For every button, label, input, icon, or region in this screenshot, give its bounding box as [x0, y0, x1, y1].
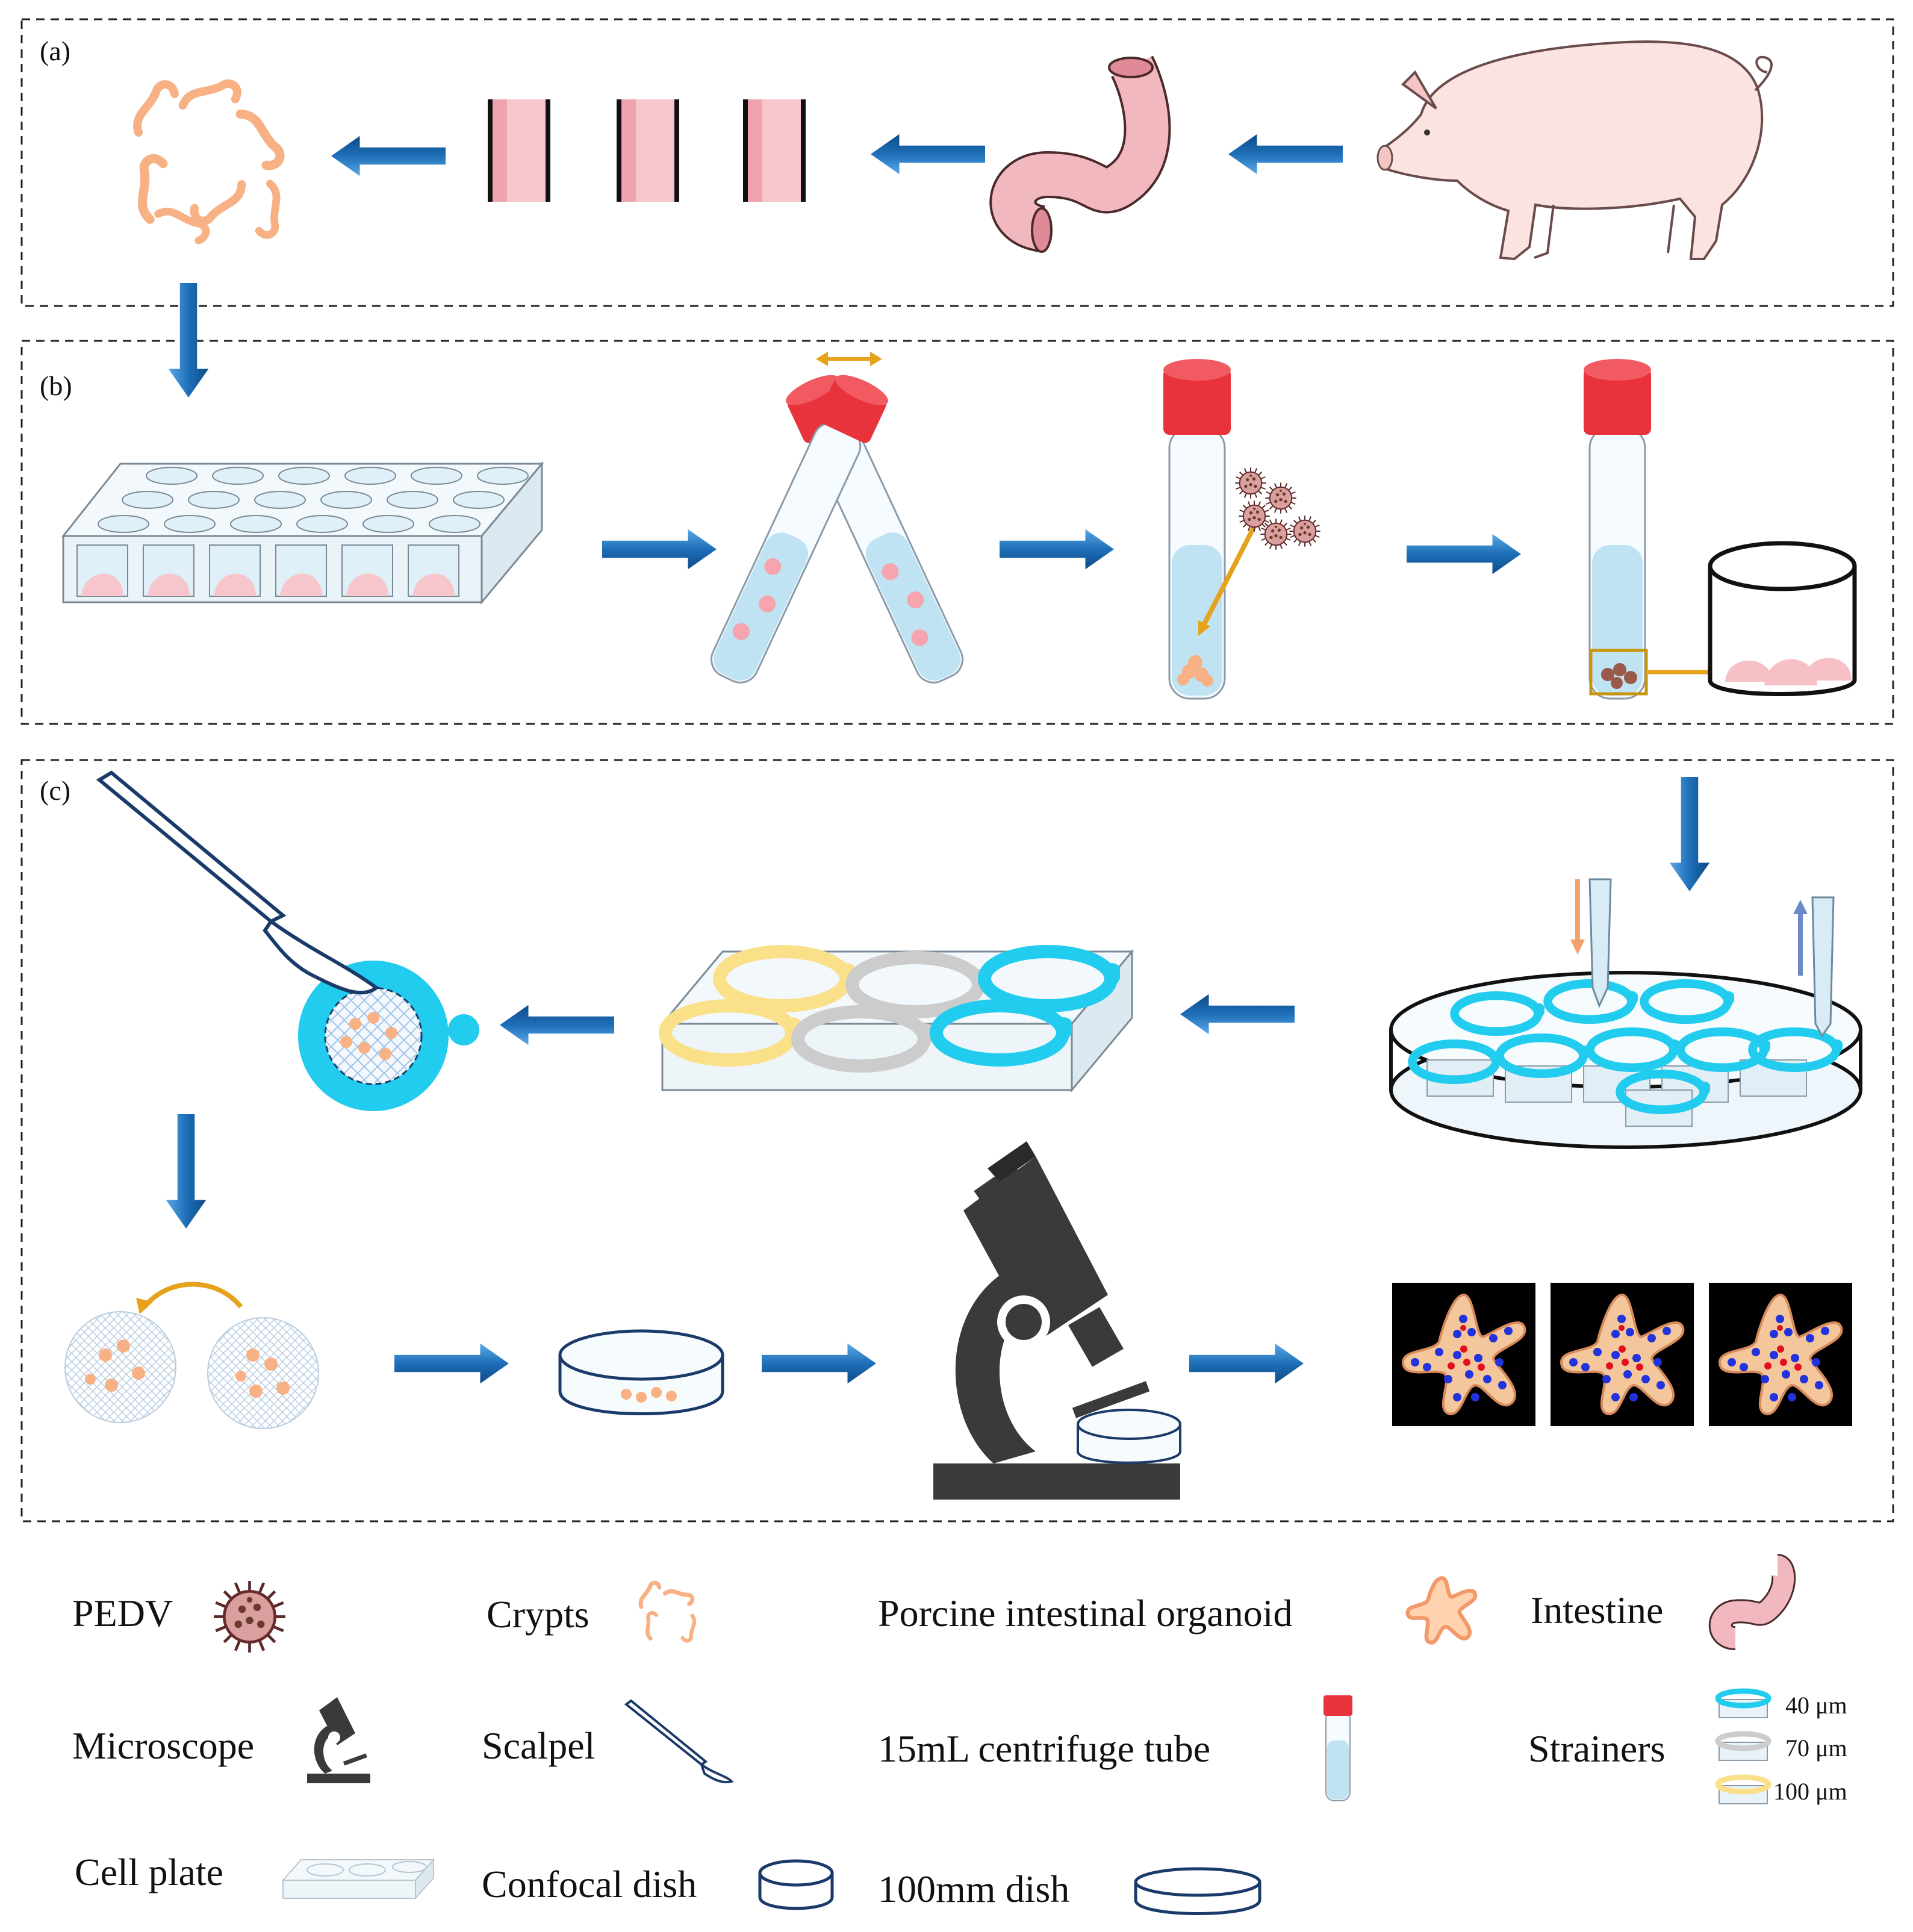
legend-label-pedv: PEDV: [72, 1592, 173, 1634]
arrow-right-icon: [394, 1343, 509, 1384]
panel-frames: [20, 18, 1894, 1522]
arrow-right-icon: [602, 529, 717, 570]
scalpel-icon: [624, 1699, 734, 1784]
confocal-dish-with-organoids: [558, 1329, 724, 1415]
arrow-left-icon: [500, 1005, 614, 1045]
scalpel-on-strainer: [96, 770, 479, 1111]
legend-label-intestine: Intestine: [1531, 1589, 1663, 1631]
confocal-images: [1392, 1283, 1852, 1426]
legend-label-confocal-dish: Confocal dish: [482, 1863, 697, 1906]
tube-with-virus: [1163, 359, 1321, 700]
legend-label-scalpel: Scalpel: [482, 1724, 595, 1767]
intestine-segment-icon: [617, 99, 679, 202]
confocal-image: [1551, 1283, 1694, 1426]
arrow-right-icon: [762, 1343, 876, 1384]
arrow-left-icon: [331, 136, 446, 176]
pig-icon: [1376, 40, 1773, 261]
legend-label-cell-plate: Cell plate: [75, 1851, 223, 1893]
legend-label-crypts: Crypts: [487, 1593, 589, 1636]
legend-label-100mm-dish: 100mm dish: [878, 1868, 1069, 1910]
tube-icon: [1324, 1695, 1352, 1801]
strainer-size-70: 70 μm: [1785, 1734, 1847, 1762]
intestine-segments: [488, 99, 806, 202]
microscope-icon: [307, 1697, 370, 1783]
arrow-right-icon: [1407, 534, 1521, 575]
dish-with-strainers: [1389, 878, 1862, 1149]
arrow-left-icon: [871, 134, 985, 175]
confocal-image: [1392, 1283, 1535, 1426]
confocal-image: [1709, 1283, 1852, 1426]
legend-label-strainers: Strainers: [1528, 1727, 1666, 1770]
dish-100mm-icon: [1134, 1867, 1261, 1915]
panel-a-label: (a): [40, 36, 70, 66]
panel-a-frame: [20, 18, 1894, 307]
plate-with-strainers: [662, 952, 1134, 1093]
panel-c-label: (c): [40, 775, 70, 806]
legend-label-tube: 15mL centrifuge tube: [878, 1727, 1210, 1770]
arrow-right-icon: [1000, 529, 1114, 570]
legend: PEDV Crypts Porcine intestinal organoid …: [72, 1554, 1847, 1915]
crypts-cluster: [123, 67, 293, 246]
virus-icon: [214, 1581, 285, 1653]
mesh-circles: [64, 1282, 319, 1429]
intestine-legend-icon: [1708, 1554, 1796, 1650]
crypts-icon: [639, 1583, 700, 1642]
arrow-left-icon: [1180, 994, 1295, 1035]
confocal-dish-icon: [758, 1859, 834, 1910]
tube-with-pellet: [1584, 359, 1857, 700]
cell-plate-icon: [281, 1858, 435, 1900]
strainer-sizes: 40 μm 70 μm 100 μm: [1715, 1688, 1847, 1805]
strainer-size-40: 40 μm: [1785, 1692, 1847, 1719]
panel-b-label: (b): [40, 370, 72, 401]
arrow-down-icon: [1669, 777, 1710, 891]
arrow-left-icon: [1228, 134, 1343, 175]
microscope-with-dish: [933, 1141, 1181, 1500]
strainer-100-icon: [1715, 1774, 1771, 1804]
panel-c-frame: [20, 759, 1894, 1522]
arrow-right-icon: [1189, 1343, 1304, 1384]
legend-label-organoid: Porcine intestinal organoid: [878, 1592, 1292, 1634]
strainer-40-icon: [1715, 1688, 1771, 1718]
strainer-70-icon: [1715, 1731, 1771, 1761]
intestine-icon: [989, 55, 1171, 253]
legend-label-microscope: Microscope: [72, 1724, 254, 1767]
cell-plate-with-organoids: [61, 461, 544, 605]
intestine-segment-icon: [488, 99, 550, 202]
organoid-icon: [1408, 1578, 1475, 1642]
strainer-size-100: 100 μm: [1773, 1778, 1847, 1805]
tubes-shaking: [710, 352, 964, 684]
intestine-segment-icon: [743, 99, 806, 202]
arrow-down-icon: [166, 1114, 207, 1229]
